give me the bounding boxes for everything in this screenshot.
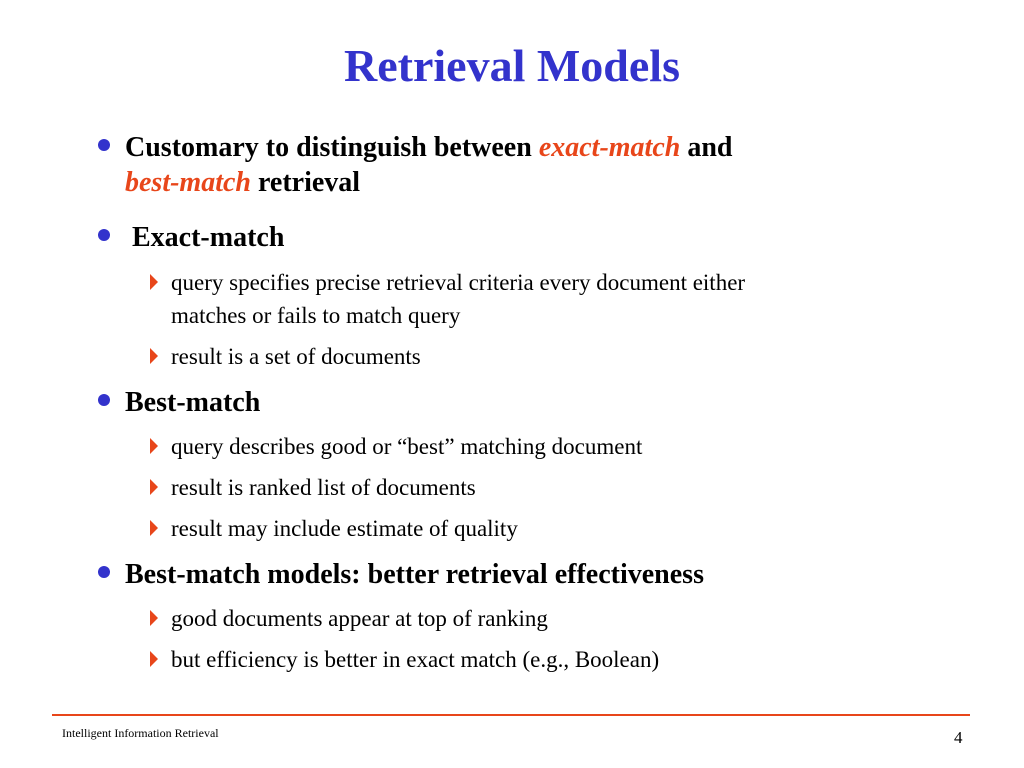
arrow-bullet-icon bbox=[150, 348, 158, 364]
sub-item-3-3-text: result may include estimate of quality bbox=[171, 516, 518, 541]
bullet-3-text: Best-match bbox=[125, 387, 261, 418]
sub-item-4-2: but efficiency is better in exact match … bbox=[150, 643, 931, 676]
sub-item-2-1-line-1: query specifies precise retrieval criter… bbox=[171, 270, 746, 295]
sub-item-2-2: result is a set of documents bbox=[150, 340, 931, 373]
sub-item-4-1-text: good documents appear at top of ranking bbox=[171, 606, 548, 631]
bullet-1-text-b: and bbox=[680, 132, 733, 163]
bullet-4-text: Best-match models: better retrieval effe… bbox=[125, 559, 704, 590]
bullet-1-em-best-match: best-match bbox=[125, 167, 251, 198]
footer-divider bbox=[52, 714, 970, 716]
page-number: 4 bbox=[954, 728, 963, 747]
bullet-dot-icon bbox=[98, 139, 110, 151]
sub-item-3-1-text: query describes good or “best” matching … bbox=[171, 434, 643, 459]
footer-text: Intelligent Information Retrieval bbox=[62, 726, 219, 740]
bullet-1-text-a: Customary to distinguish between bbox=[125, 132, 539, 163]
sub-item-3-1: query describes good or “best” matching … bbox=[150, 430, 931, 463]
sub-item-3-2: result is ranked list of documents bbox=[150, 471, 931, 504]
bullet-item-2: Exact-match bbox=[98, 220, 945, 255]
sub-item-2-2-text: result is a set of documents bbox=[171, 344, 421, 369]
bullet-dot-icon bbox=[98, 394, 110, 406]
slide-title: Retrieval Models bbox=[344, 40, 680, 91]
bullet-1-text-c: retrieval bbox=[251, 167, 361, 198]
bullet-item-4: Best-match models: better retrieval effe… bbox=[98, 557, 945, 592]
arrow-bullet-icon bbox=[150, 520, 158, 536]
arrow-bullet-icon bbox=[150, 610, 158, 626]
sub-item-3-3: result may include estimate of quality bbox=[150, 512, 931, 545]
sub-item-4-2-text: but efficiency is better in exact match … bbox=[171, 647, 660, 672]
arrow-bullet-icon bbox=[150, 651, 158, 667]
bullet-item-1: Customary to distinguish between exact-m… bbox=[98, 130, 945, 200]
bullet-2-text: Exact-match bbox=[125, 222, 285, 253]
sub-item-2-1: query specifies precise retrieval criter… bbox=[150, 266, 931, 332]
arrow-bullet-icon bbox=[150, 479, 158, 495]
sub-item-2-1-line-2: matches or fails to match query bbox=[171, 303, 461, 328]
bullet-item-3: Best-match bbox=[98, 385, 945, 420]
bullet-dot-icon bbox=[98, 566, 110, 578]
sub-item-4-1: good documents appear at top of ranking bbox=[150, 602, 931, 635]
arrow-bullet-icon bbox=[150, 274, 158, 290]
bullet-1-em-exact-match: exact-match bbox=[538, 132, 681, 163]
sub-item-3-2-text: result is ranked list of documents bbox=[171, 475, 476, 500]
arrow-bullet-icon bbox=[150, 438, 158, 454]
bullet-dot-icon bbox=[98, 229, 110, 241]
